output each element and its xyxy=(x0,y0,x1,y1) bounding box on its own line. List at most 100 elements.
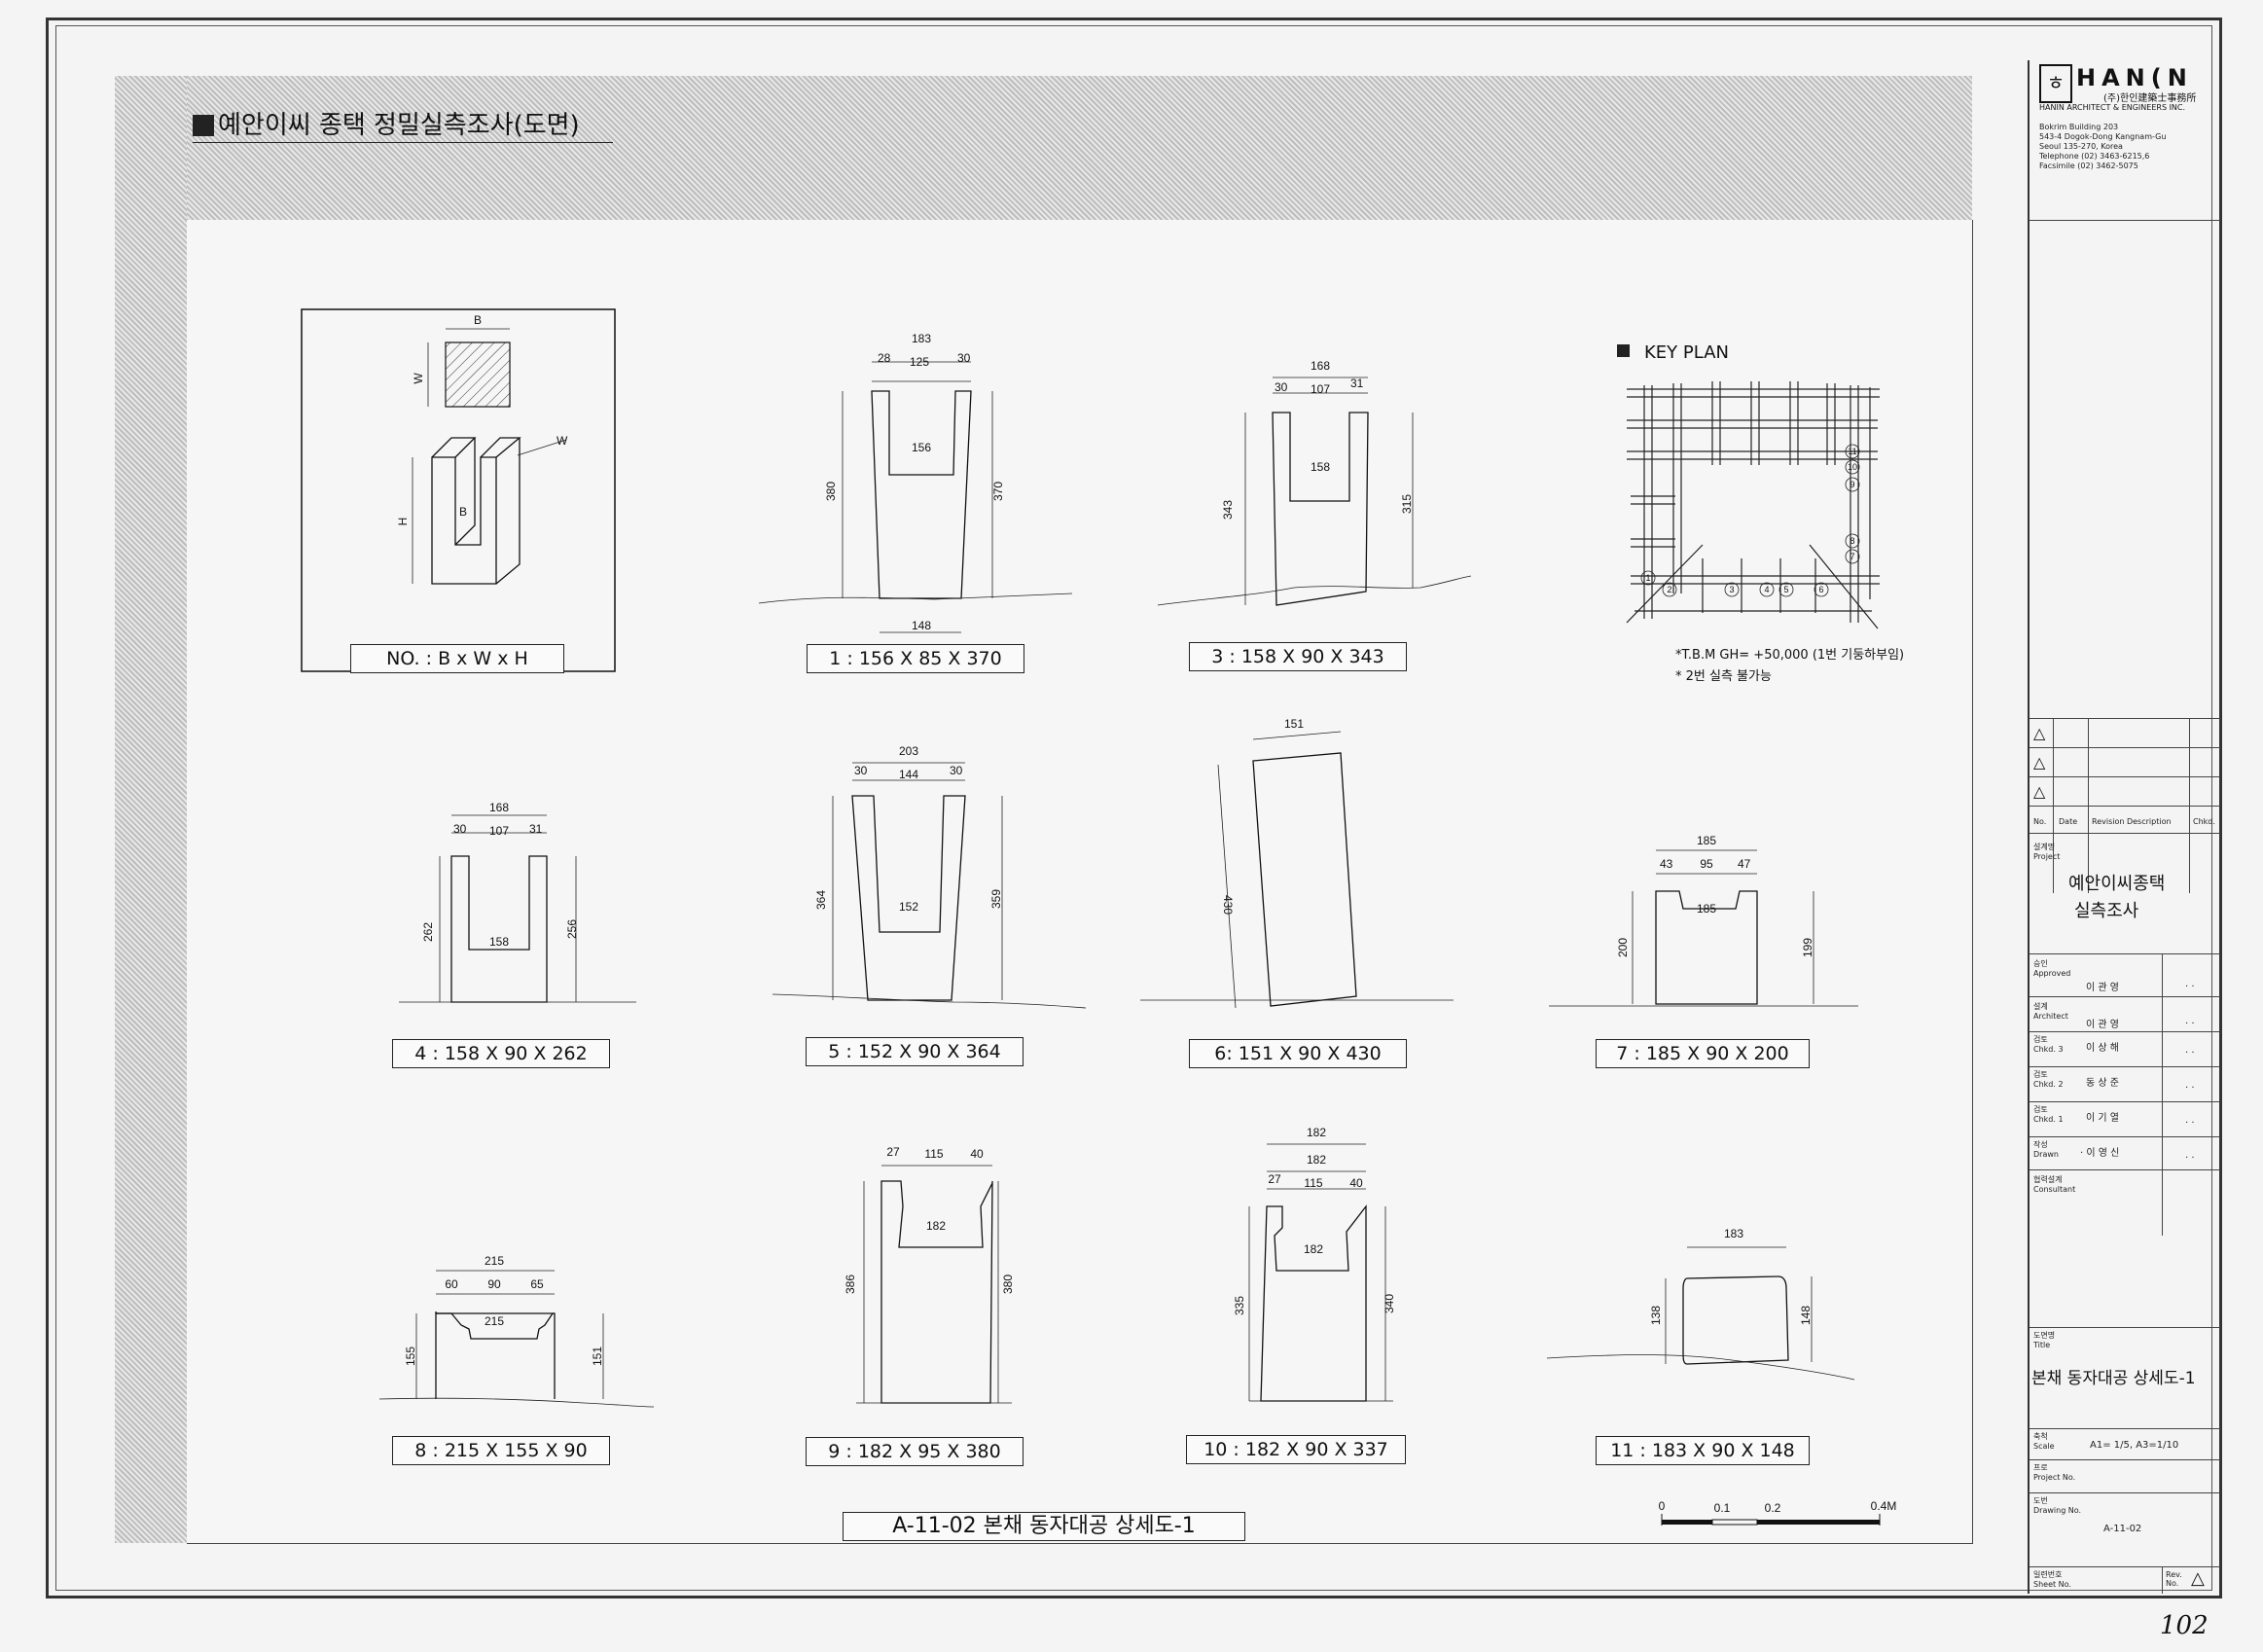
legend-b-inner: B xyxy=(459,505,467,519)
d5-dim-0: 203 xyxy=(899,744,918,758)
row-approved-kr: 승인 xyxy=(2033,959,2048,968)
row-chkd1-name: 이 기 열 xyxy=(2086,1113,2119,1124)
sheet-title: 예안이씨 종택 정밀실측조사(도면) xyxy=(193,105,580,141)
project-no-label-kr: 프로 xyxy=(2033,1463,2048,1472)
firm-address-1: Bokrim Building 203 xyxy=(2039,123,2119,131)
d9-dim-1: 115 xyxy=(924,1147,943,1161)
d9-dim-5: 380 xyxy=(1001,1275,1015,1294)
sheet-border-outer xyxy=(46,18,2222,1598)
scale-label: Scale xyxy=(2033,1442,2055,1451)
scale-label-kr: 축척 xyxy=(2033,1432,2048,1441)
row-chkd3-name: 이 상 해 xyxy=(2086,1043,2119,1054)
d10-dim-5: 182 xyxy=(1304,1242,1323,1256)
detail-6-caption: 6: 151 X 90 X 430 xyxy=(1189,1039,1407,1068)
detail-9-caption: 9 : 182 X 95 X 380 xyxy=(806,1437,1024,1466)
scale-value: A1= 1/5, A3=1/10 xyxy=(2090,1440,2179,1451)
detail-7-drawing: 185 43 95 47 185 200 199 xyxy=(1549,834,1858,1007)
d9-dim-4: 386 xyxy=(844,1275,857,1294)
d5-dim-6: 359 xyxy=(989,889,1003,909)
d1-dim-7: 148 xyxy=(912,619,931,632)
project-label-kr: 설계명 xyxy=(2033,843,2056,851)
d8-dim-1: 60 xyxy=(445,1277,458,1291)
d7-dim-3: 47 xyxy=(1738,857,1751,871)
sheet-no-label-kr: 일련번호 xyxy=(2033,1570,2063,1579)
d11-dim-1: 138 xyxy=(1649,1306,1663,1325)
consultant-label: Consultant xyxy=(2033,1185,2076,1194)
kp-marker-8: 8 xyxy=(1850,536,1854,546)
scale-label-0: 0 xyxy=(1659,1499,1666,1513)
d10-dim-1: 182 xyxy=(1307,1153,1326,1167)
row-chkd2-kr: 검토 xyxy=(2033,1070,2048,1079)
d7-dim-1: 43 xyxy=(1660,857,1673,871)
d11-dim-0: 183 xyxy=(1724,1227,1743,1240)
d1-dim-3: 30 xyxy=(957,351,971,365)
d1-dim-6: 370 xyxy=(991,482,1005,501)
row-chkd2-date: . . xyxy=(2185,1080,2195,1091)
row-chkd1-label: Chkd. 1 xyxy=(2033,1115,2064,1124)
d8-dim-2: 90 xyxy=(487,1277,501,1291)
detail-11-caption: 11 : 183 X 90 X 148 xyxy=(1596,1436,1810,1465)
d4-dim-5: 262 xyxy=(421,922,435,942)
rev-header-desc: Revision Description xyxy=(2092,817,2172,826)
detail-8-caption: 8 : 215 X 155 X 90 xyxy=(392,1436,610,1465)
kp-marker-7: 7 xyxy=(1850,552,1854,561)
kp-marker-5: 5 xyxy=(1783,585,1788,594)
firm-address-3: Seoul 135-270, Korea xyxy=(2039,142,2123,151)
d10-dim-6: 335 xyxy=(1233,1296,1246,1315)
d6-dim-1: 430 xyxy=(1221,895,1235,915)
revision-triangle-icon: △ xyxy=(2033,782,2046,801)
d1-dim-4: 156 xyxy=(912,441,931,454)
legend-front-shape xyxy=(431,456,497,585)
firm-logo: HAN(N xyxy=(2076,64,2193,91)
d4-dim-1: 30 xyxy=(453,822,467,836)
scale-bar: 0 0.1 0.2 0.4M xyxy=(1659,1499,1896,1526)
d7-dim-2: 95 xyxy=(1700,857,1713,871)
drawing-no-label-kr: 도번 xyxy=(2033,1496,2048,1505)
d10-dim-3: 115 xyxy=(1304,1176,1322,1190)
d4-dim-3: 31 xyxy=(529,822,543,836)
scale-label-2: 0.2 xyxy=(1765,1501,1781,1515)
drawing-title-value: 본채 동자대공 상세도-1 xyxy=(2031,1369,2196,1388)
legend-box: B W W H B xyxy=(301,308,616,672)
key-plan-note-1: *T.B.M GH= +50,000 (1번 기둥하부임) xyxy=(1675,648,1905,663)
d10-dim-2: 27 xyxy=(1268,1172,1281,1186)
firm-logo-mark: ㅎ xyxy=(2039,64,2072,103)
rev-triangle-icon: △ xyxy=(2191,1568,2205,1589)
key-plan-note-2: * 2번 실측 불가능 xyxy=(1675,669,1772,684)
d3-dim-6: 315 xyxy=(1400,494,1414,514)
d9-dim-3: 182 xyxy=(926,1219,946,1233)
title-label-kr: 도면명 xyxy=(2033,1331,2056,1340)
d9-dim-2: 40 xyxy=(970,1147,984,1161)
drawing-no-value: A-11-02 xyxy=(2103,1524,2142,1534)
d4-dim-6: 256 xyxy=(565,919,579,939)
kp-marker-10: 10 xyxy=(1848,462,1857,472)
d8-dim-5: 155 xyxy=(404,1347,417,1366)
approval-rows: 승인 Approved 이 관 영 . . 설계 Architect 이 관 영… xyxy=(2030,953,2220,1265)
key-plan-icon xyxy=(1617,344,1630,357)
project-label: Project xyxy=(2033,852,2061,861)
row-architect-name: 이 관 영 xyxy=(2086,1020,2119,1030)
title-square-icon xyxy=(193,115,214,136)
detail-5-drawing: 203 30 144 30 152 364 359 xyxy=(772,744,1087,1009)
detail-10-caption: 10 : 182 X 90 X 337 xyxy=(1186,1435,1406,1464)
detail-3-caption: 3 : 158 X 90 X 343 xyxy=(1189,642,1407,671)
d8-dim-0: 215 xyxy=(485,1254,504,1268)
row-chkd1-date: . . xyxy=(2185,1115,2195,1126)
detail-11-drawing: 183 138 148 xyxy=(1546,1227,1855,1381)
row-chkd2-label: Chkd. 2 xyxy=(2033,1080,2064,1089)
drawing-title: A-11-02 본채 동자대공 상세도-1 xyxy=(843,1512,1245,1541)
project-name-2: 실측조사 xyxy=(2074,901,2139,921)
d7-dim-4: 185 xyxy=(1697,902,1716,916)
rev-no-label: Rev. No. xyxy=(2166,1570,2182,1588)
row-architect-label: Architect xyxy=(2033,1012,2068,1021)
firm-telephone: Telephone (02) 3463-6215,6 xyxy=(2039,152,2150,161)
d11-dim-2: 148 xyxy=(1799,1306,1813,1325)
firm-name-kr: (주)한인建築士事務所 xyxy=(2103,93,2197,104)
drawing-no-label: Drawing No. xyxy=(2033,1506,2082,1515)
kp-marker-1: 1 xyxy=(1645,573,1650,583)
detail-7-caption: 7 : 185 X 90 X 200 xyxy=(1596,1039,1810,1068)
detail-3-drawing: 168 30 107 31 158 343 315 xyxy=(1157,359,1472,606)
d3-dim-1: 30 xyxy=(1275,380,1288,394)
legend-3d-shape xyxy=(431,437,521,585)
d3-dim-0: 168 xyxy=(1311,359,1330,373)
